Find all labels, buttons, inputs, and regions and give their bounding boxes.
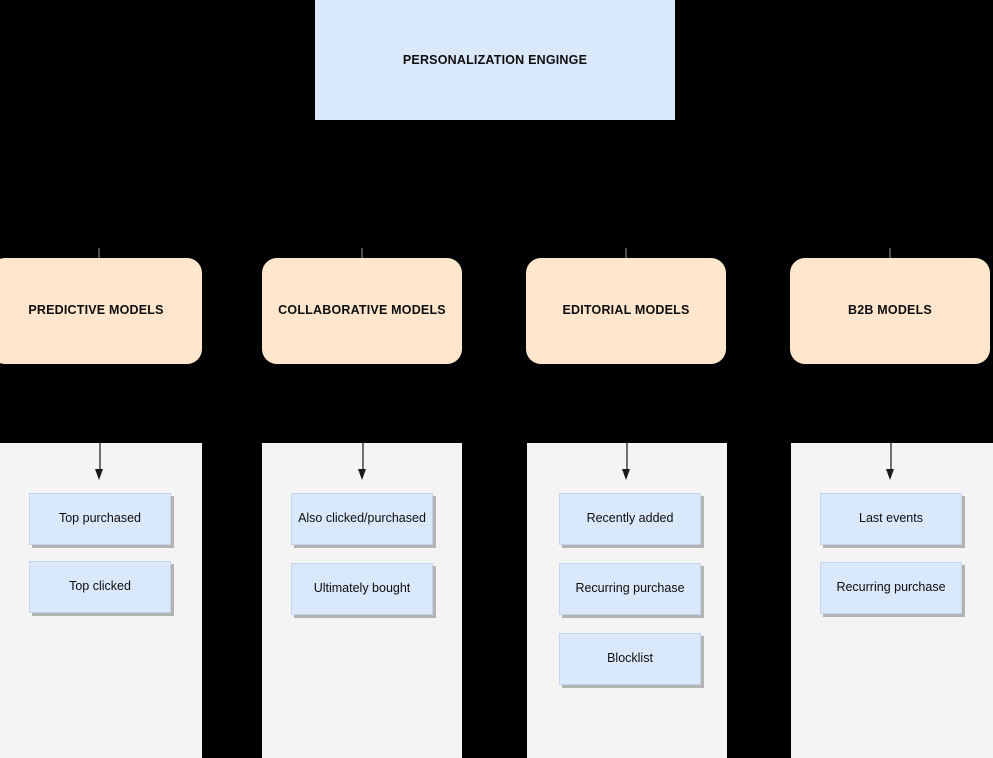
arrow-down-collaborative: [356, 443, 369, 481]
arrow-down-editorial: [620, 443, 633, 481]
item-box[interactable]: Last events: [820, 493, 962, 545]
item-box[interactable]: Ultimately bought: [291, 563, 433, 615]
arrow-shaft: [626, 443, 628, 471]
arrow-shaft: [362, 443, 364, 471]
arrow-head-icon: [622, 469, 630, 480]
model-box-predictive[interactable]: PREDICTIVE MODELS: [0, 258, 202, 364]
item-label: Top purchased: [58, 511, 141, 526]
item-box[interactable]: Blocklist: [559, 633, 701, 685]
item-box[interactable]: Top clicked: [29, 561, 171, 613]
item-label: Recently added: [586, 511, 674, 526]
arrow-shaft: [99, 443, 101, 471]
item-label: Recurring purchase: [575, 581, 685, 596]
arrow-head-icon: [95, 469, 103, 480]
model-label-predictive: PREDICTIVE MODELS: [28, 303, 164, 318]
arrow-head-icon: [358, 469, 366, 480]
model-box-b2b[interactable]: B2B MODELS: [790, 258, 990, 364]
model-label-collaborative: COLLABORATIVE MODELS: [278, 303, 446, 318]
item-label: Ultimately bought: [313, 581, 411, 596]
connector-stub-predictive: [98, 248, 100, 260]
item-label: Blocklist: [607, 651, 653, 666]
item-label: Recurring purchase: [836, 580, 946, 595]
connector-stub-collaborative: [361, 248, 363, 260]
item-box[interactable]: Recurring purchase: [559, 563, 701, 615]
arrow-down-b2b: [884, 443, 897, 481]
arrow-down-predictive: [93, 443, 106, 481]
model-label-b2b: B2B MODELS: [848, 303, 932, 318]
personalization-engine-box[interactable]: PERSONALIZATION ENGINGE: [315, 0, 675, 120]
arrow-shaft: [890, 443, 892, 471]
item-label: Last events: [859, 511, 923, 526]
item-box[interactable]: Top purchased: [29, 493, 171, 545]
item-box[interactable]: Also clicked/purchased: [291, 493, 433, 545]
item-label: Also clicked/purchased: [298, 511, 426, 526]
arrow-head-icon: [886, 469, 894, 480]
connector-stub-editorial: [625, 248, 627, 260]
model-box-editorial[interactable]: EDITORIAL MODELS: [526, 258, 726, 364]
item-box[interactable]: Recently added: [559, 493, 701, 545]
connector-stub-b2b: [889, 248, 891, 260]
model-box-collaborative[interactable]: COLLABORATIVE MODELS: [262, 258, 462, 364]
model-label-editorial: EDITORIAL MODELS: [562, 303, 690, 318]
item-box[interactable]: Recurring purchase: [820, 562, 962, 614]
item-label: Top clicked: [69, 579, 131, 594]
personalization-engine-label: PERSONALIZATION ENGINGE: [402, 52, 588, 67]
